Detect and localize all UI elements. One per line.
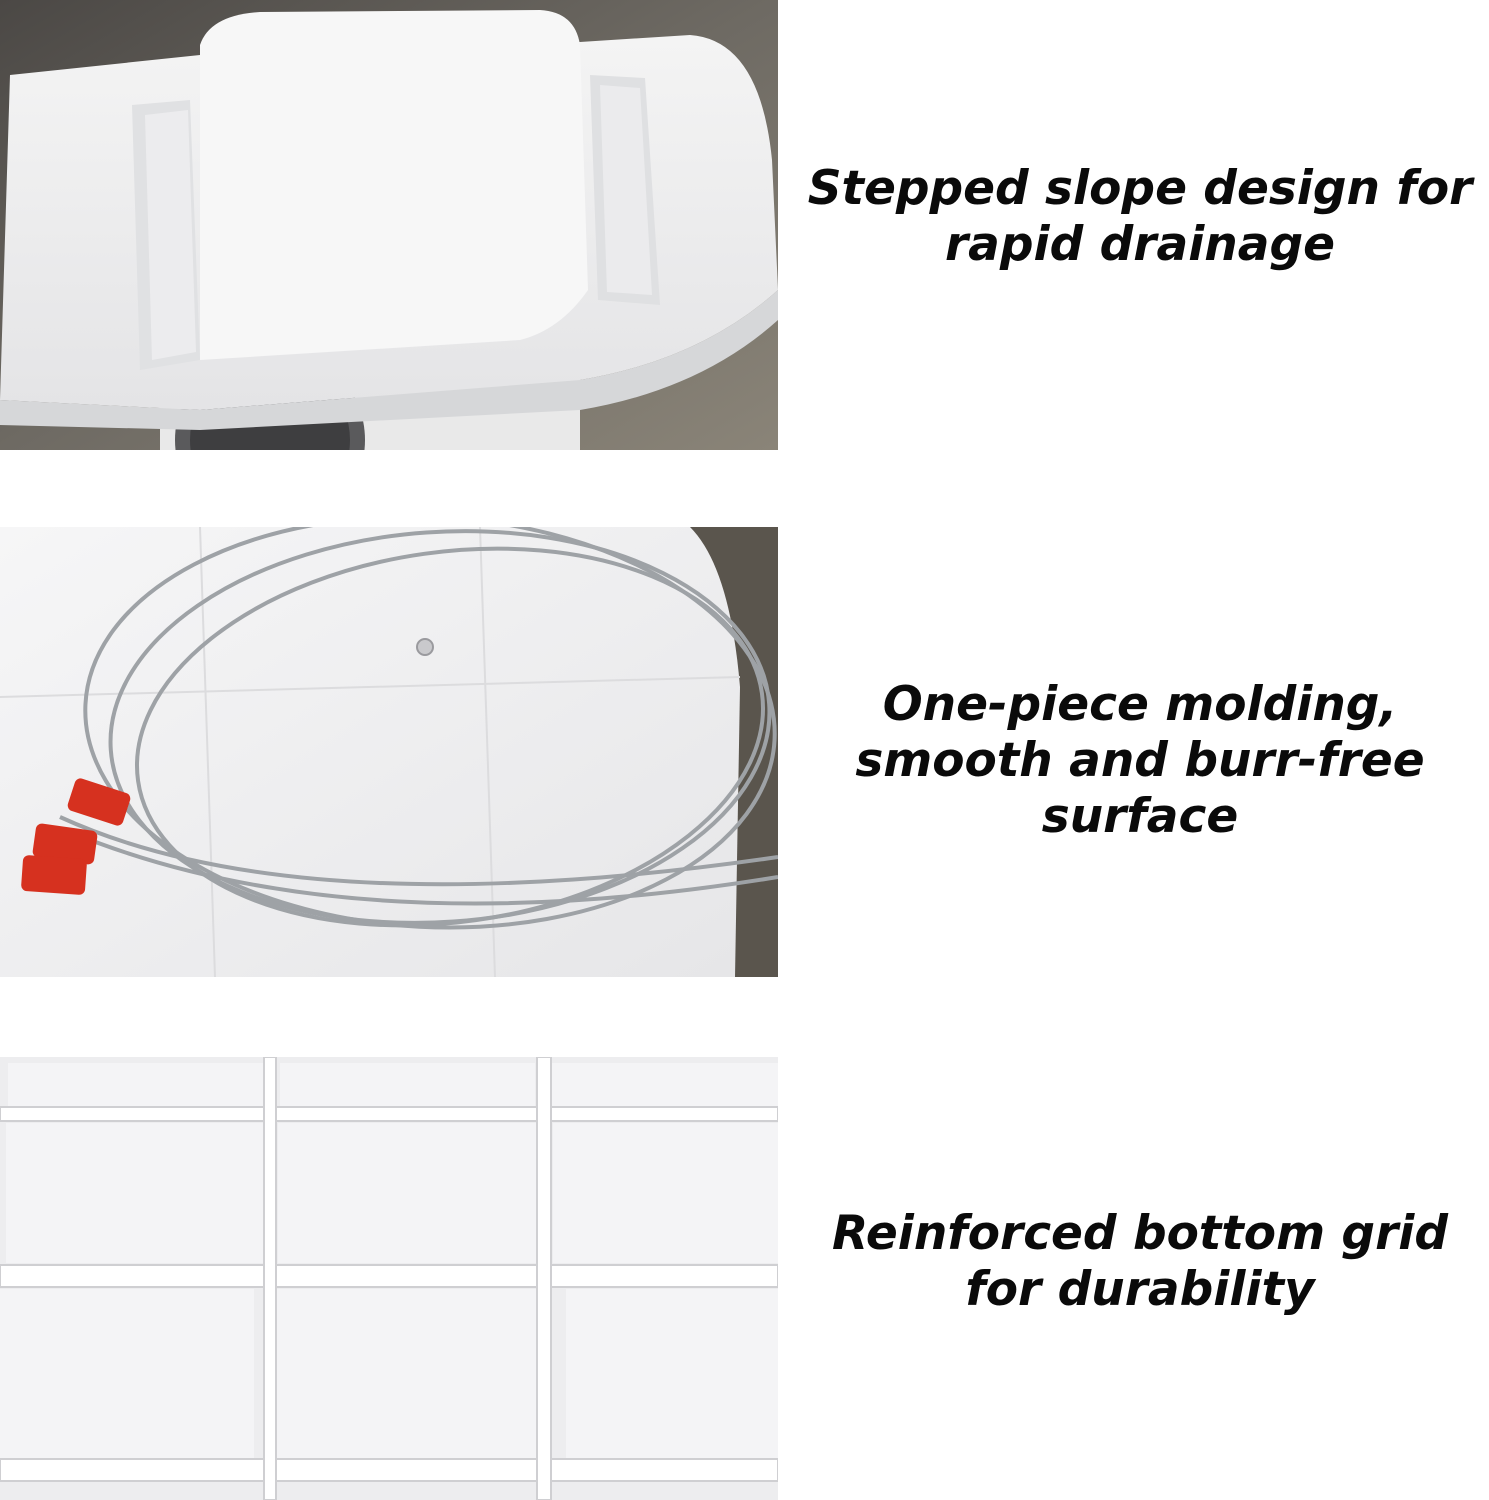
cable-surface-photo (0, 527, 778, 977)
caption-line: rapid drainage (945, 217, 1335, 272)
caption-line: Reinforced bottom grid (831, 1206, 1449, 1261)
caption-line: surface (1041, 789, 1239, 844)
bottom-grid-photo (0, 1057, 778, 1500)
caption-line: One-piece molding, (882, 677, 1398, 732)
feature-caption-drainage: Stepped slope design for rapid drainage (790, 161, 1489, 273)
feature-caption-molding: One-piece molding, smooth and burr-free … (790, 677, 1489, 845)
caption-line: Stepped slope design for (807, 161, 1473, 216)
stepped-cover-photo (0, 0, 778, 450)
caption-line: smooth and burr-free (855, 733, 1425, 788)
feature-caption-grid: Reinforced bottom grid for durability (790, 1206, 1489, 1318)
caption-line: for durability (965, 1262, 1315, 1317)
